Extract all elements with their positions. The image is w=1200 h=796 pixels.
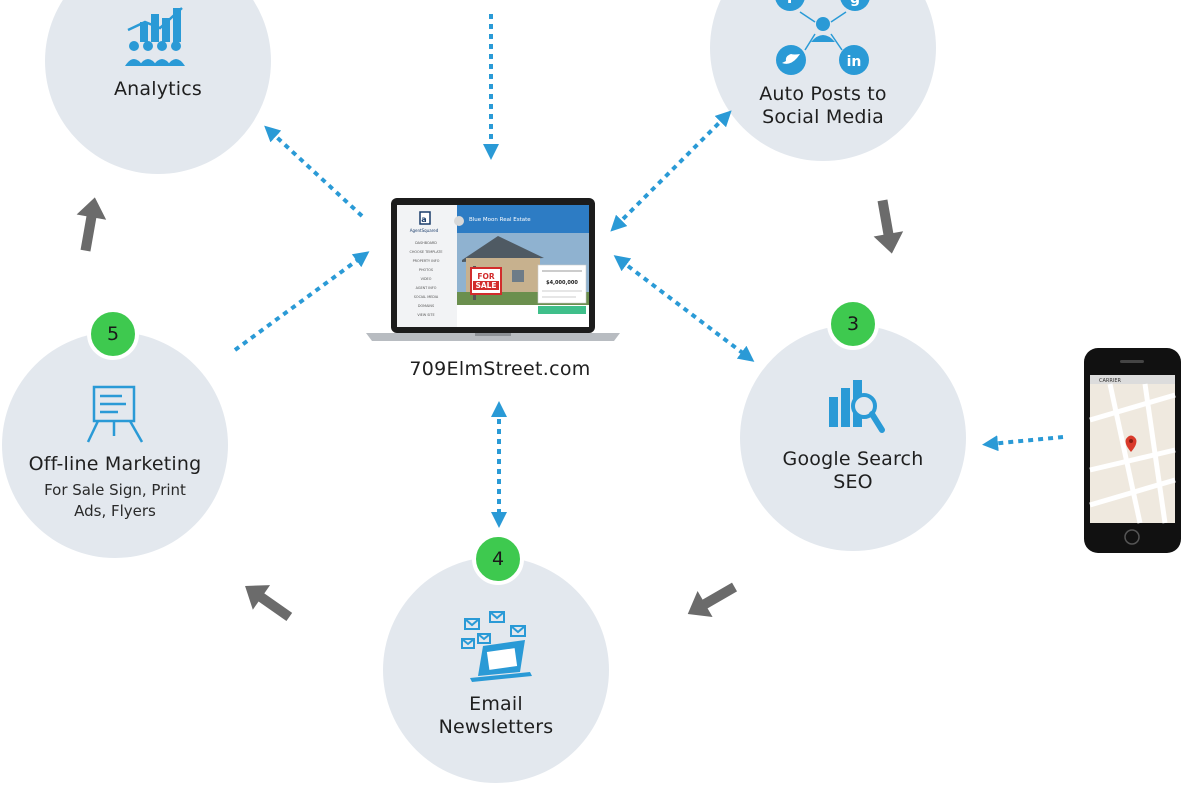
connector-offline bbox=[233, 251, 370, 352]
connector-seo bbox=[613, 255, 755, 362]
svg-text:DOMAINS: DOMAINS bbox=[418, 304, 434, 308]
svg-text:a: a bbox=[421, 215, 426, 224]
cycle-arrow-down-left bbox=[687, 582, 738, 617]
svg-text:PROPERTY INFO: PROPERTY INFO bbox=[413, 259, 440, 263]
social-title: Auto Posts to Social Media bbox=[759, 83, 887, 128]
listing-price: $4,000,000 bbox=[546, 280, 578, 286]
svg-text:DASHBOARD: DASHBOARD bbox=[415, 241, 437, 245]
svg-text:g: g bbox=[850, 0, 860, 7]
user-icon bbox=[811, 17, 835, 42]
google-plus-icon bbox=[840, 0, 870, 11]
offline-subtitle: For Sale Sign, Print Ads, Flyers bbox=[44, 481, 186, 520]
connector-phone bbox=[982, 435, 1064, 452]
site-url[interactable]: 709ElmStreet.com bbox=[409, 358, 591, 380]
map-pin-icon bbox=[1125, 435, 1137, 452]
brand-logo: AgentSquared bbox=[410, 228, 439, 233]
svg-text:SALE: SALE bbox=[475, 281, 496, 290]
cycle-arrow-up-left bbox=[245, 585, 293, 622]
cycle-arrow-down bbox=[873, 199, 904, 254]
screen-title: Blue Moon Real Estate bbox=[469, 217, 531, 223]
analytics-title: Analytics bbox=[113, 78, 203, 100]
facebook-icon bbox=[775, 0, 805, 11]
seo-step-badge: 3 bbox=[827, 298, 879, 350]
svg-text:PHOTOS: PHOTOS bbox=[419, 268, 433, 272]
cycle-arrow-up bbox=[76, 197, 107, 252]
svg-text:FOR: FOR bbox=[477, 272, 494, 281]
connector-analytics bbox=[264, 125, 364, 218]
linkedin-icon bbox=[839, 45, 869, 75]
seo-node bbox=[740, 325, 966, 551]
offline-marketing-node bbox=[2, 332, 228, 558]
svg-text:SOCIAL MEDIA: SOCIAL MEDIA bbox=[414, 295, 439, 299]
svg-text:AGENT INFO: AGENT INFO bbox=[416, 286, 437, 290]
svg-text:VIEW SITE: VIEW SITE bbox=[417, 313, 434, 317]
svg-text:in: in bbox=[847, 54, 862, 70]
seo-title: Google Search SEO bbox=[782, 448, 924, 493]
svg-text:CHOOSE TEMPLATE: CHOOSE TEMPLATE bbox=[409, 250, 442, 254]
svg-text:CARRIER: CARRIER bbox=[1099, 378, 1121, 384]
svg-text:VIDEO: VIDEO bbox=[421, 277, 432, 281]
email-step-badge: 4 bbox=[472, 533, 524, 585]
svg-text:f: f bbox=[787, 0, 795, 7]
offline-step-badge: 5 bbox=[87, 308, 139, 360]
email-title: Email Newsletters bbox=[438, 693, 554, 738]
offline-title: Off-line Marketing bbox=[28, 453, 202, 475]
